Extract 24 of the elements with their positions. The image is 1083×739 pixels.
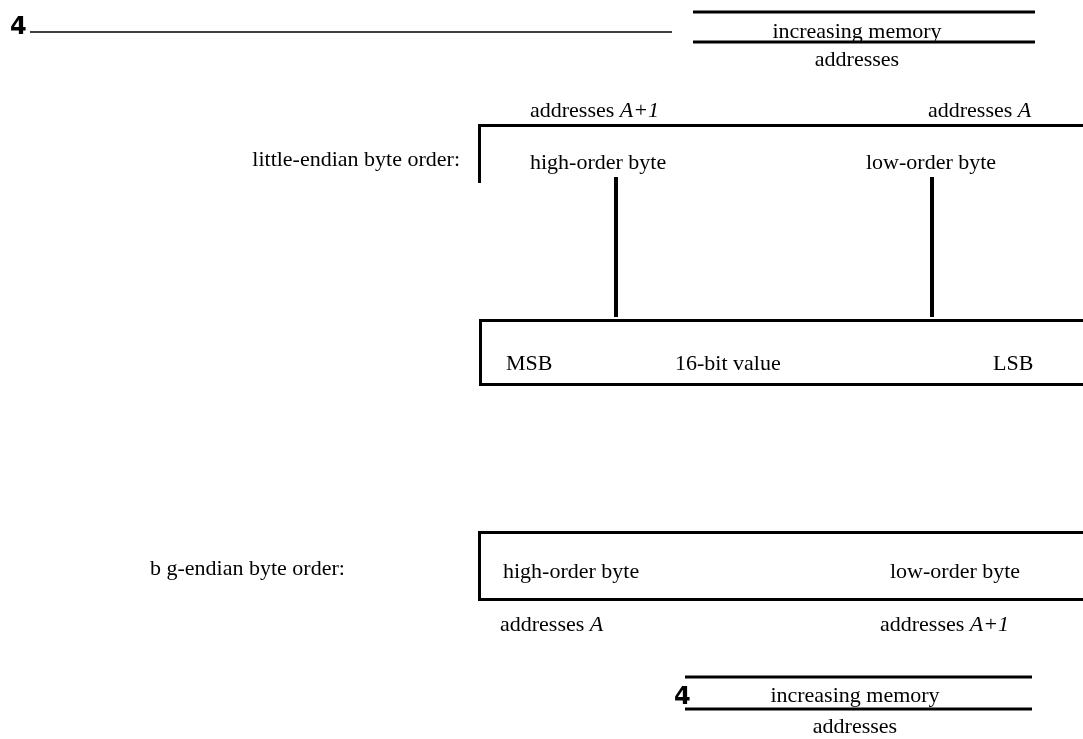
axis-label: increasing memory <box>770 684 940 706</box>
address-label: addresses A+1 <box>880 613 1010 635</box>
box-text: low-order byte <box>890 560 1021 582</box>
byte-label: low-order byte <box>866 151 997 173</box>
address-label: addresses A+1 <box>530 99 660 121</box>
row-label: little-endian byte order: <box>252 148 460 170</box>
box-text: high-order byte <box>503 560 640 582</box>
value-box <box>479 319 1083 386</box>
byte-box <box>478 124 1083 183</box>
connector <box>930 177 934 317</box>
arrow-glyph: 4 <box>674 684 691 708</box>
byte-label: high-order byte <box>530 151 667 173</box>
axis-label: addresses <box>814 48 900 70</box>
box-text: LSB <box>993 352 1034 374</box>
axis-label: addresses <box>812 715 898 737</box>
row-label: b g-endian byte order: <box>150 557 345 579</box>
connector <box>614 177 618 317</box>
address-label: addresses A <box>500 613 604 635</box>
box-text: 16-bit value <box>675 352 781 374</box>
box-text: MSB <box>506 352 553 374</box>
address-label: addresses A <box>928 99 1032 121</box>
axis-label: increasing memory <box>772 20 942 42</box>
arrow-glyph: 4 <box>10 14 27 38</box>
byte-box <box>478 531 1083 601</box>
